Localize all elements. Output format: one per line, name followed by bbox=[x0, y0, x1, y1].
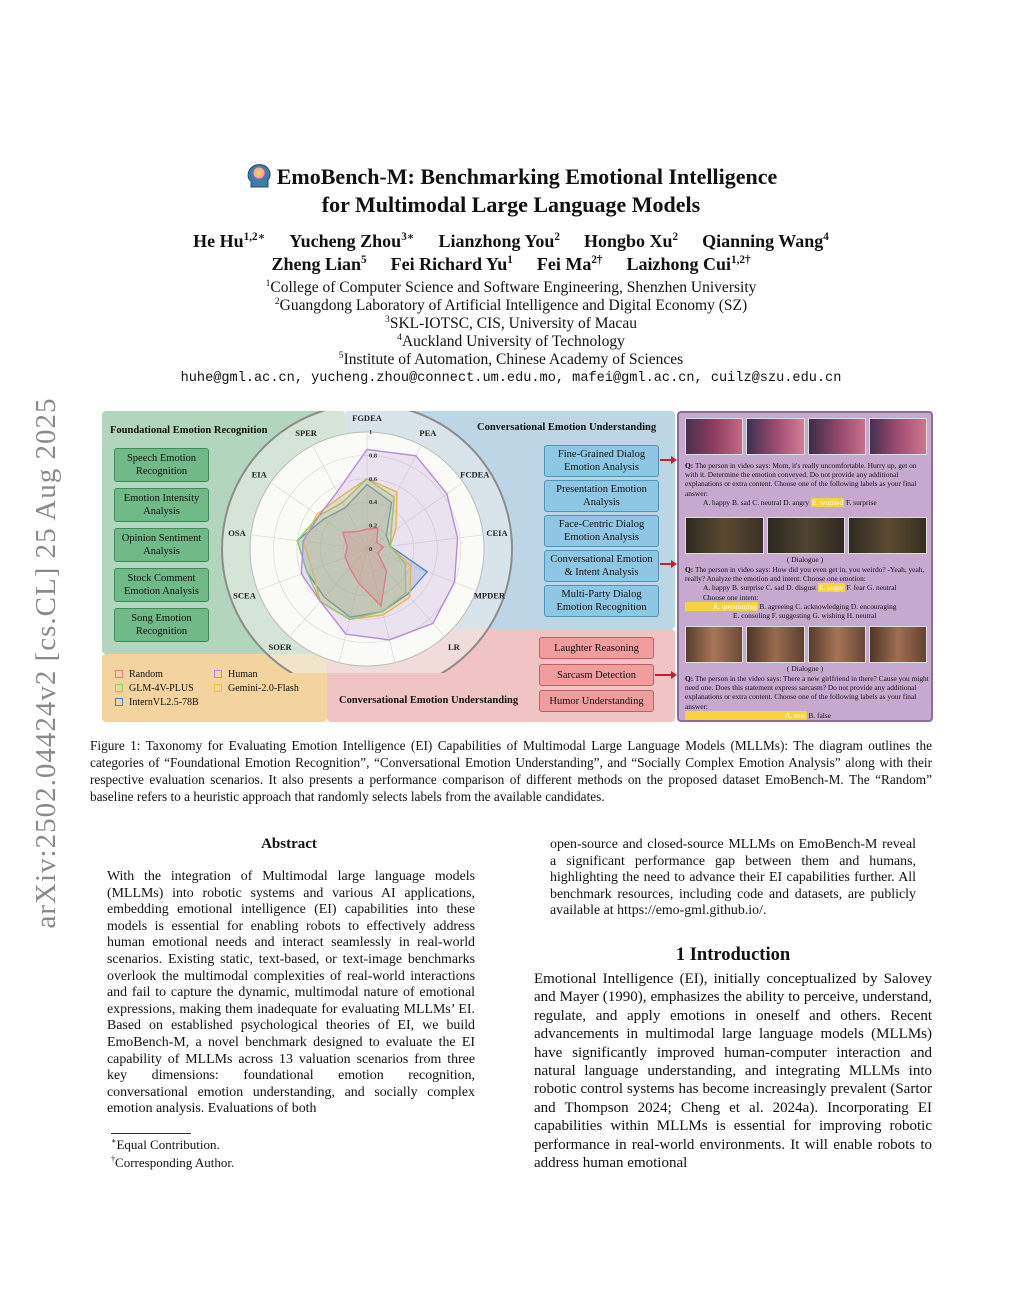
multi-party-dialog-emotion-recognition: Multi-Party Dialog Emotion Recognition bbox=[544, 585, 659, 617]
radar-tick-label: 0.2 bbox=[369, 523, 377, 530]
radar-axis-label: FCDEA bbox=[460, 470, 490, 480]
radar-spoke bbox=[366, 548, 477, 591]
radar-tick-label: 0.6 bbox=[369, 476, 378, 483]
radar-axis-label: HU bbox=[329, 671, 342, 673]
caption-text: Taxonomy for Evaluating Emotion Intellig… bbox=[90, 738, 932, 804]
radar-series-glm-4v-plus bbox=[296, 477, 407, 621]
footnote-equal: ∗Equal Contribution. bbox=[111, 1136, 220, 1152]
presentation-emotion-analysis: Presentation Emotion Analysis bbox=[544, 480, 659, 512]
affiliations: 1College of Computer Science and Softwar… bbox=[0, 279, 1022, 369]
paper-title: EmoBench-M: Benchmarking Emotional Intel… bbox=[0, 163, 1022, 219]
legend-random: Random bbox=[115, 669, 163, 680]
radar-axis-label: FGDEA bbox=[352, 413, 383, 423]
opinion-sentiment-analysis: Opinion Sentiment Analysis bbox=[114, 528, 209, 562]
example-3-text: Q: The person in the video says: There a… bbox=[685, 674, 929, 720]
radar-axis-label: CEIA bbox=[486, 528, 508, 538]
arrow-to-example-3 bbox=[655, 671, 677, 679]
legend-internvl: InternVL2.5-78B bbox=[115, 697, 199, 708]
emotion-intensity-analysis: Emotion Intensity Analysis bbox=[114, 488, 209, 522]
radar-axis-label: LR bbox=[448, 642, 461, 652]
song-emotion-recognition: Song Emotion Recognition bbox=[114, 608, 209, 642]
stock-comment-emotion-analysis: Stock Comment Emotion Analysis bbox=[114, 568, 209, 602]
affiliation: 1College of Computer Science and Softwar… bbox=[265, 277, 757, 296]
sarcasm-detection: Sarcasm Detection bbox=[539, 664, 654, 686]
fine-grained-dialog-emotion-analysis: Fine-Grained Dialog Emotion Analysis bbox=[544, 445, 659, 477]
arxiv-identifier: arXiv:2502.04424v2 [cs.CL] 25 Aug 2025 bbox=[30, 397, 62, 929]
radar-axis-label: SPER bbox=[295, 428, 318, 438]
example-3-dialogue: ( Dialogue ) bbox=[786, 664, 824, 673]
radar-spoke bbox=[338, 548, 368, 663]
radar-tick-label: 0 bbox=[369, 546, 372, 553]
arrow-to-example-1 bbox=[660, 456, 677, 464]
arrow-to-example-2 bbox=[660, 560, 677, 568]
foundational-title: Foundational Emotion Recognition bbox=[110, 425, 268, 436]
introduction-body: Emotional Intelligence (EI), initially c… bbox=[534, 971, 932, 1172]
affiliation: 2Guangdong Laboratory of Artificial Inte… bbox=[274, 295, 748, 314]
author-list: He Hu1,2∗ Yucheng Zhou3∗ Lianzhong You2 Hon… bbox=[0, 230, 1022, 276]
radar-axis-label: SD bbox=[393, 671, 404, 673]
author: Fei Richard Yu1 bbox=[390, 254, 513, 274]
affiliation: 3SKL-IOTSC, CIS, University of Macau bbox=[385, 313, 637, 332]
affiliation: 5Institute of Automation, Chinese Academ… bbox=[338, 349, 684, 368]
radar-axis-label: SCEA bbox=[233, 591, 257, 601]
example-2-dialogue: ( Dialogue ) bbox=[786, 555, 824, 564]
author: Fei Ma2† bbox=[536, 254, 603, 274]
author: Yucheng Zhou3∗ bbox=[289, 231, 415, 251]
radar-series-internvl2-5-78b bbox=[296, 483, 429, 618]
title-line-1: EmoBench-M: Benchmarking Emotional Intel… bbox=[276, 164, 778, 189]
abstract-body: With the integration of Multimodal large… bbox=[107, 869, 475, 1117]
radar-axis-label: MPDER bbox=[474, 591, 506, 601]
radar-spoke bbox=[366, 534, 484, 550]
radar-axis-label: EIA bbox=[252, 470, 268, 480]
footnote-rule bbox=[111, 1133, 191, 1134]
examples-panel: Q: The person in video says: Mom, it's r… bbox=[677, 411, 933, 722]
legend-gemini: Gemini-2.0-Flash bbox=[214, 683, 299, 694]
speech-emotion-recognition: Speech Emotion Recognition bbox=[114, 448, 209, 482]
author: Zheng Lian5 bbox=[271, 254, 367, 274]
video-frames-1 bbox=[685, 418, 927, 455]
author-row-2: Zheng Lian5 Fei Richard Yu1 Fei Ma2† Laizho… bbox=[0, 253, 1022, 276]
face-centric-dialog-emotion-analysis: Face-Centric Dialog Emotion Analysis bbox=[544, 515, 659, 547]
author: Qianning Wang4 bbox=[702, 231, 829, 251]
footnote-corresponding: †Corresponding Author. bbox=[111, 1154, 235, 1170]
brain-head-icon bbox=[247, 164, 271, 188]
figure-1: Foundational Emotion Recognition Convers… bbox=[102, 411, 933, 723]
radar-chart: 0 0.2 0.4 0.6 0.8 1 FGDEA PEA FCDEA CEIA MPDER LR SD… bbox=[221, 411, 513, 673]
author-row-1: He Hu1,2∗ Yucheng Zhou3∗ Lianzhong You2 Hon… bbox=[0, 230, 1022, 253]
video-frames-2 bbox=[685, 517, 928, 554]
video-frames-3 bbox=[685, 626, 927, 663]
author: Hongbo Xu2 bbox=[583, 231, 679, 251]
legend-glm: GLM-4V-PLUS bbox=[115, 683, 194, 694]
social-title: Conversational Emotion Understanding bbox=[339, 695, 519, 706]
humor-understanding: Humor Understanding bbox=[539, 690, 654, 712]
radar-axis-label: SOER bbox=[269, 642, 293, 652]
abstract-continued: open-source and closed-source MLLMs on E… bbox=[550, 837, 916, 919]
abstract-heading: Abstract bbox=[261, 836, 317, 852]
radar-tick-label: 1 bbox=[369, 429, 372, 436]
radar-tick-label: 0.4 bbox=[369, 499, 378, 506]
legend-human: Human bbox=[214, 669, 257, 680]
radar-axis-label: OSA bbox=[228, 528, 246, 538]
figure-caption: Figure 1: Taxonomy for Evaluating Emotio… bbox=[90, 737, 932, 805]
radar-axis-label: PEA bbox=[419, 428, 437, 438]
affiliation: 4Auckland University of Technology bbox=[397, 331, 625, 350]
radar-spoke bbox=[289, 548, 368, 637]
radar-series-random bbox=[341, 527, 388, 608]
laughter-reasoning: Laughter Reasoning bbox=[539, 637, 654, 659]
introduction-heading: 1 Introduction bbox=[675, 945, 791, 965]
example-1-answer: E. worried bbox=[810, 497, 845, 507]
author: Laizhong Cui1,2† bbox=[626, 254, 751, 274]
example-2-text: Q: The person in video says: How did you… bbox=[685, 565, 925, 621]
title-line-2: for Multimodal Large Language Models bbox=[321, 192, 701, 217]
author: Lianzhong You2 bbox=[438, 231, 560, 251]
radar-tick-label: 0.8 bbox=[369, 452, 378, 459]
example-1-text: Q: The person in video says: Mom, it's r… bbox=[685, 461, 917, 507]
emails: huhe@gml.ac.cn, yucheng.zhou@connect.um.… bbox=[180, 371, 842, 386]
conversational-title: Conversational Emotion Understanding bbox=[477, 422, 657, 433]
caption-label: Figure 1: bbox=[90, 738, 141, 753]
author: He Hu1,2∗ bbox=[193, 231, 266, 251]
conversational-emotion-intent-analysis: Conversational Emotion & Intent Analysis bbox=[544, 550, 659, 582]
